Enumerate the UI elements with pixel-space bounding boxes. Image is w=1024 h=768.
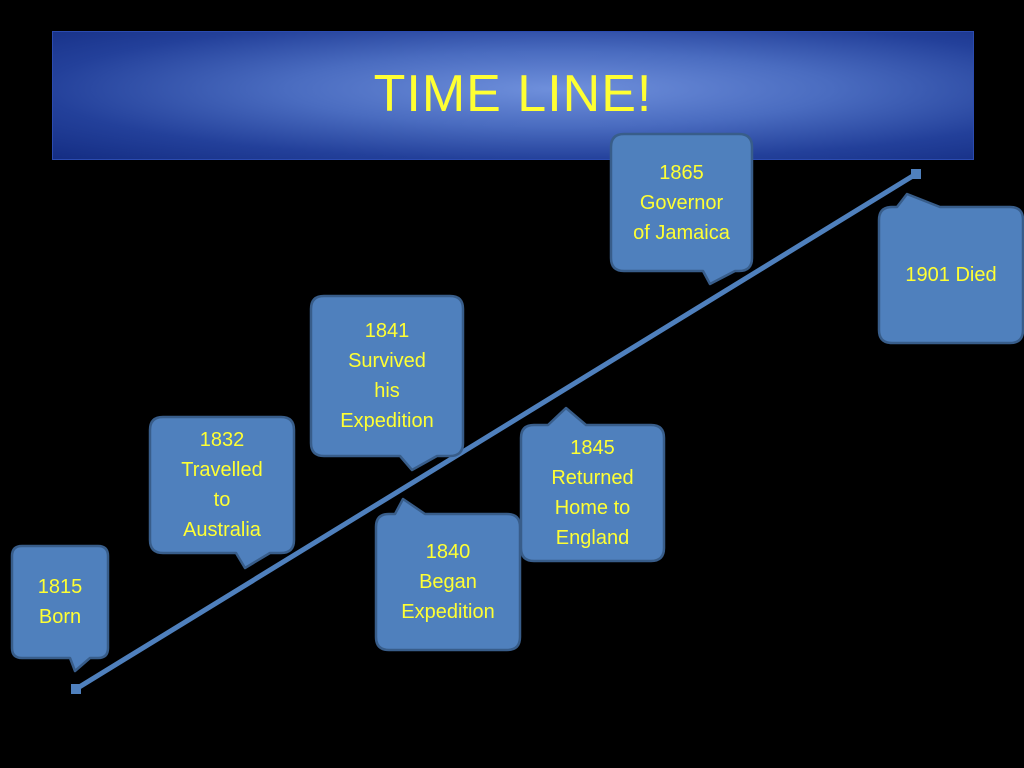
callout-1845: [519, 406, 666, 563]
callout-1840: [374, 497, 522, 652]
timeline-start-marker: [71, 684, 81, 694]
callout-1901: [877, 192, 1024, 345]
timeline-end-marker: [911, 169, 921, 179]
timeline-line: [74, 171, 918, 692]
callout-1832: [148, 415, 296, 570]
title-banner: TIME LINE!: [52, 31, 974, 160]
event-text-1901: 1901 Died: [905, 264, 997, 286]
callout-1841: [309, 294, 465, 472]
callout-1815: [10, 544, 110, 673]
callout-1865: [609, 132, 754, 286]
page-title: TIME LINE!: [373, 65, 653, 123]
